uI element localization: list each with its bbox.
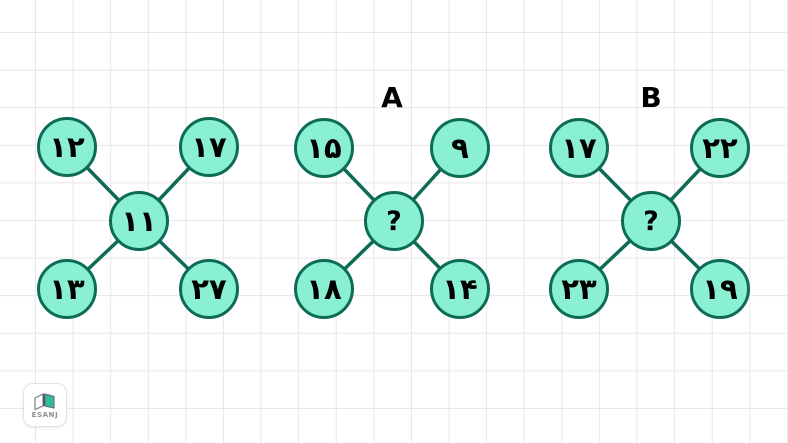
cluster2-node-bottom-right: ۱۴ xyxy=(430,259,490,319)
cluster1-node-bottom-left: ۱۳ xyxy=(37,259,97,319)
cluster2-node-bottom-left: ۱۸ xyxy=(294,259,354,319)
cluster3-node-bottom-right: ۱۹ xyxy=(690,259,750,319)
cluster2-node-top-right: ۹ xyxy=(430,118,490,178)
cluster1-node-bottom-right: ۲۷ xyxy=(179,259,239,319)
cluster1-node-center: ۱۱ xyxy=(109,191,169,251)
cluster3-node-top-left: ۱۷ xyxy=(549,118,609,178)
cluster2-node-top-left: ۱۵ xyxy=(294,118,354,178)
open-book-icon xyxy=(34,392,55,410)
cluster2-node-center-question: ? xyxy=(364,191,424,251)
cluster3-node-center-question: ? xyxy=(621,191,681,251)
cluster3-label: B xyxy=(640,81,662,114)
cluster3-node-top-right: ۲۲ xyxy=(690,118,750,178)
cluster3-node-bottom-left: ۲۳ xyxy=(549,259,609,319)
logo-text: ESANJ xyxy=(31,410,59,419)
cluster1-node-top-right: ۱۷ xyxy=(179,117,239,177)
cluster2-label: A xyxy=(381,81,403,114)
esanj-logo: ESANJ xyxy=(23,383,67,427)
cluster1-node-top-left: ۱۲ xyxy=(37,117,97,177)
